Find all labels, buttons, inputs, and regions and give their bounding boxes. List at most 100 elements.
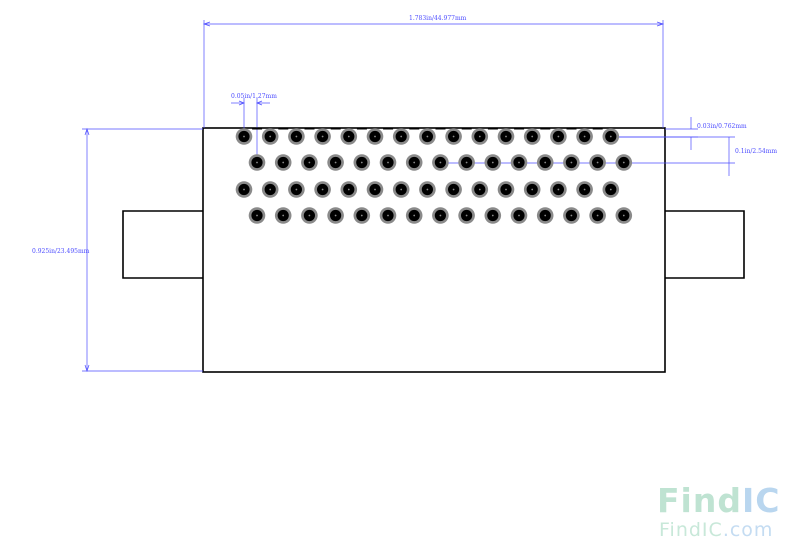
pin-pad-center (321, 188, 324, 191)
pin-pad-center (321, 135, 324, 138)
logo-sub-part-b: .com (722, 519, 774, 541)
pin-pad (458, 154, 475, 171)
pin-pad (484, 154, 502, 171)
dimension-annotations (82, 20, 735, 373)
pin-pad-center (243, 188, 245, 191)
pin-pad (589, 207, 606, 224)
pin-pad (392, 128, 410, 145)
pin-pad-center (452, 135, 455, 138)
pin-pad (484, 207, 502, 224)
pin-pad (602, 128, 620, 145)
pin-pad (405, 154, 423, 171)
pin-pad (432, 154, 449, 171)
pin-pad-center (478, 135, 481, 138)
pin-pad-center (622, 161, 625, 164)
pin-pad (497, 181, 515, 198)
pin-pad-center (505, 135, 507, 138)
pin-pad-center (360, 214, 363, 217)
overall-width-arrow-left (202, 21, 211, 27)
pin-pad-center (334, 161, 337, 164)
pin-pad-center (374, 188, 376, 191)
pin-pad (301, 154, 318, 171)
pin-pad (589, 154, 606, 171)
pin-pad (379, 154, 397, 171)
pin-pad-center (347, 188, 350, 191)
pitch-arrow-left (238, 100, 245, 106)
logo-sub-part-a: FindIC (659, 519, 723, 541)
pin-pad (353, 207, 371, 224)
pin-pad-center (334, 214, 337, 217)
pin-pad (550, 128, 567, 145)
pin-pad-center (256, 161, 258, 164)
pin-pad (274, 154, 292, 171)
logo-wordmark: FindIC (657, 483, 780, 519)
pin-pad (536, 154, 554, 171)
pin-pad (340, 181, 358, 198)
pin-pad-center (295, 135, 298, 138)
pin-pad (248, 207, 266, 224)
pin-pad-center (374, 135, 376, 138)
pin-pad-center (295, 188, 298, 191)
pin-pad (563, 207, 580, 224)
pin-pad (288, 181, 305, 198)
pin-pad-center (413, 214, 416, 217)
pin-pad (379, 207, 397, 224)
pin-pad-center (609, 135, 612, 138)
pin-pad-center (347, 135, 350, 138)
pin-pad-center (308, 214, 311, 217)
pin-pad-center (282, 161, 285, 164)
pin-pad-center (505, 188, 507, 191)
pin-pad (471, 128, 489, 145)
pin-pad (405, 207, 423, 224)
pin-pad-center (452, 188, 455, 191)
pin-pad-center (387, 161, 389, 164)
right-mounting-flange (665, 210, 745, 279)
pin-pad-center (400, 135, 403, 138)
pin-pad (432, 207, 449, 224)
overall-width-label: 1.783in/44.977mm (409, 15, 467, 22)
pin-pad-center (478, 188, 481, 191)
pin-pad (288, 128, 305, 145)
overall-height-arrow-top (84, 127, 90, 136)
pin-pad (248, 154, 266, 171)
pin-pad (497, 128, 515, 145)
pin-pad (366, 181, 384, 198)
pin-pad (523, 181, 541, 198)
pin-pad (550, 181, 567, 198)
pin-pad-center (570, 214, 573, 217)
pin-pad-center (308, 161, 311, 164)
pin-pad (576, 128, 593, 145)
pin-pad (458, 207, 475, 224)
pin-pad (510, 207, 528, 224)
pin-pad (274, 207, 292, 224)
pin-pad (471, 181, 489, 198)
pin-pad (327, 154, 344, 171)
overall-width-arrow-right (656, 21, 665, 27)
pin-pad-center (269, 135, 272, 138)
pin-pad-center (557, 135, 560, 138)
pin-pad (615, 154, 633, 171)
overall-height-label: 0.925in/23.495mm (32, 248, 90, 255)
pin-pad (261, 181, 279, 198)
pin-pad (563, 154, 580, 171)
dimension-labels: 1.783in/44.977mm 0.925in/23.495mm 0.05in… (32, 15, 777, 255)
pin-pad-center (413, 161, 416, 164)
pin-pad (510, 154, 528, 171)
pin-pad-center (269, 188, 272, 191)
pin-pad-center (518, 214, 520, 217)
pin-pad-center (426, 188, 429, 191)
pin-pad-center (622, 214, 625, 217)
pin-pad-center (439, 214, 442, 217)
pin-pad-center (400, 188, 403, 191)
row-offset-label: 0.03in/0.762mm (697, 123, 747, 130)
pin-pad-center (531, 135, 534, 138)
pin-pad-center (360, 161, 363, 164)
pin-pad-center (256, 214, 258, 217)
pin-pad-center (570, 161, 573, 164)
pin-pad (419, 181, 436, 198)
pin-pad-center (465, 214, 468, 217)
pin-pad-center (609, 188, 612, 191)
pin-pad-center (491, 214, 494, 217)
pitch-arrow-right (256, 100, 263, 106)
pin-pad (366, 128, 384, 145)
